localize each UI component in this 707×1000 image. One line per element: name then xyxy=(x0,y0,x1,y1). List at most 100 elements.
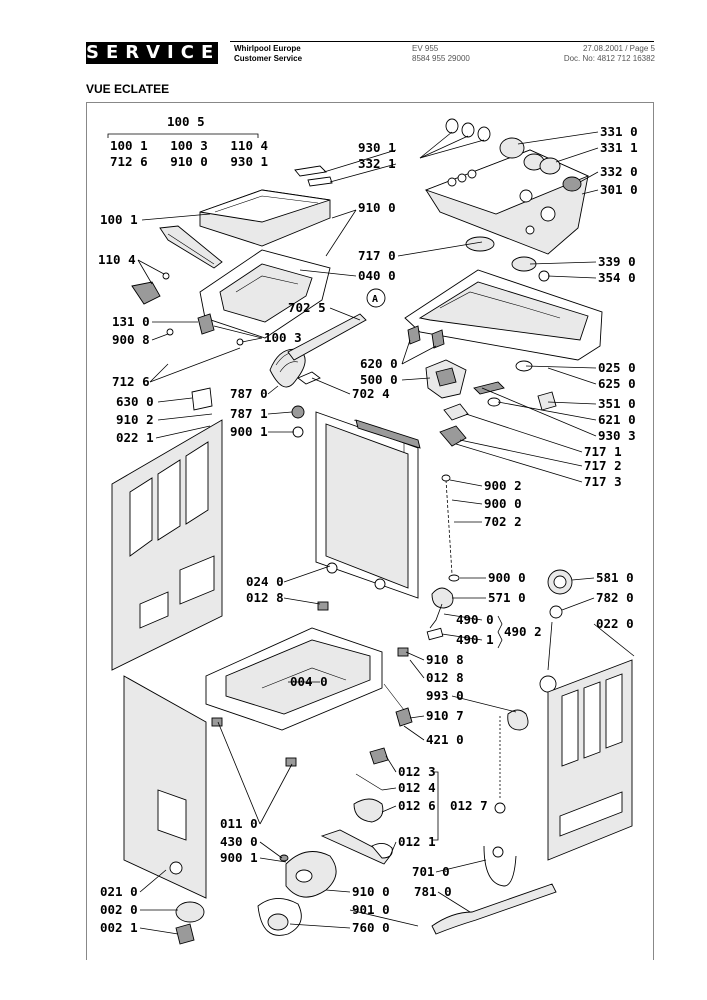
part-label: 900 1 xyxy=(230,424,268,439)
base-frame-part xyxy=(205,627,383,731)
module-part xyxy=(425,359,467,399)
part-label: 900 8 xyxy=(112,332,150,347)
part-label: 910 0 xyxy=(358,200,396,215)
part-label: 025 0 xyxy=(598,360,636,375)
part-label: 993 0 xyxy=(426,688,464,703)
part-label: 717 2 xyxy=(584,458,622,473)
part-label: 012 6 xyxy=(398,798,436,813)
hose-part xyxy=(287,313,367,361)
part-label: 625 0 xyxy=(598,376,636,391)
part-label: 004 0 xyxy=(290,674,328,689)
part-label: 910 0 xyxy=(352,884,390,899)
part-label: 630 0 xyxy=(116,394,154,409)
part-label: 900 0 xyxy=(484,496,522,511)
part-label: 621 0 xyxy=(598,412,636,427)
part-label: 760 0 xyxy=(352,920,390,935)
filter-electric-part xyxy=(426,587,454,641)
group-1005-row1: 100 1 100 3 110 4 xyxy=(110,138,268,153)
group-1005-title: 100 5 xyxy=(167,114,205,129)
part-label: 930 1 xyxy=(358,140,396,155)
part-label: 339 0 xyxy=(598,254,636,269)
model-block: EV 955 8584 955 29000 xyxy=(412,44,470,64)
callout-A: A xyxy=(372,294,378,305)
part-label: 787 1 xyxy=(230,406,268,421)
clamp-parts xyxy=(383,683,413,727)
part-label: 012 8 xyxy=(246,590,284,605)
part-label: 012 7 xyxy=(450,798,488,813)
service-badge: SERVICE xyxy=(86,42,221,64)
company-name: Whirlpool Europe xyxy=(234,44,301,53)
part-label: 012 3 xyxy=(398,764,436,779)
front-panel-part xyxy=(123,675,207,899)
part-label: 500 0 xyxy=(360,372,398,387)
part-label: 490 0 xyxy=(456,612,494,627)
part-label: 717 0 xyxy=(358,248,396,263)
header-rule xyxy=(230,41,654,42)
model-name: EV 955 xyxy=(412,44,439,53)
part-label: 040 0 xyxy=(358,268,396,283)
part-label: 782 0 xyxy=(596,590,634,605)
part-label: 717 3 xyxy=(584,474,622,489)
knobs-part xyxy=(445,118,582,192)
part-label: 900 1 xyxy=(220,850,258,865)
part-label: 100 1 xyxy=(100,212,138,227)
part-label: 571 0 xyxy=(488,590,526,605)
part-label: 930 3 xyxy=(598,428,636,443)
plate-part xyxy=(191,387,213,411)
rail-part xyxy=(355,419,421,449)
pressure-tube-part xyxy=(441,474,460,582)
part-label: 581 0 xyxy=(596,570,634,585)
drain-parts xyxy=(320,747,393,865)
part-label: 301 0 xyxy=(600,182,638,197)
lid-frame-part xyxy=(199,249,331,339)
part-label: 910 2 xyxy=(116,412,154,427)
pump-part xyxy=(257,851,337,936)
doc-block: 27.08.2001 / Page 5 Doc. No: 4812 712 16… xyxy=(564,44,655,64)
group-1005-row2: 712 6 910 0 930 1 xyxy=(110,154,268,169)
part-label: 354 0 xyxy=(598,270,636,285)
model-number: 8584 955 29000 xyxy=(412,54,470,63)
part-label: 490 1 xyxy=(456,632,494,647)
right-side-panel-part xyxy=(547,659,633,861)
part-label: 012 4 xyxy=(398,780,436,795)
part-label: 011 0 xyxy=(220,816,258,831)
drain-hose-part xyxy=(431,709,557,935)
filter-door-part xyxy=(175,901,205,945)
part-label: 787 0 xyxy=(230,386,268,401)
leader-lines xyxy=(107,131,635,935)
group-labels: 100 5 100 1 100 3 110 4 712 6 910 0 930 … xyxy=(110,114,268,169)
part-label: 332 0 xyxy=(600,164,638,179)
page-header: SERVICE Whirlpool Europe Customer Servic… xyxy=(0,0,707,80)
part-label: 332 1 xyxy=(358,156,396,171)
feet-parts xyxy=(211,601,409,767)
part-label: 900 0 xyxy=(488,570,526,585)
sensor-parts xyxy=(439,403,469,447)
part-label: 701 0 xyxy=(412,864,450,879)
part-label: 351 0 xyxy=(598,396,636,411)
part-label: 910 8 xyxy=(426,652,464,667)
part-label: 717 1 xyxy=(584,444,622,459)
part-label: 021 0 xyxy=(100,884,138,899)
programmer-part xyxy=(465,236,550,282)
clip-part xyxy=(131,272,170,305)
rear-panel-part xyxy=(404,269,603,361)
part-label: 490 2 xyxy=(504,624,542,639)
part-label: 620 0 xyxy=(360,356,398,371)
part-label: 100 3 xyxy=(264,330,302,345)
top-lid-part xyxy=(199,189,331,247)
heater-part xyxy=(539,569,573,693)
part-label: 002 1 xyxy=(100,920,138,935)
hinge-bar-part xyxy=(159,225,223,269)
diagram-frame xyxy=(86,102,654,960)
part-label: 910 7 xyxy=(426,708,464,723)
part-label: 421 0 xyxy=(426,732,464,747)
hinge-part xyxy=(166,313,244,346)
part-label: 781 0 xyxy=(414,884,452,899)
part-label: 430 0 xyxy=(220,834,258,849)
part-label: 702 5 xyxy=(288,300,326,315)
part-label: 002 0 xyxy=(100,902,138,917)
part-label: 702 2 xyxy=(484,514,522,529)
strip-part xyxy=(294,165,333,187)
cabinet-back-part xyxy=(315,411,419,599)
